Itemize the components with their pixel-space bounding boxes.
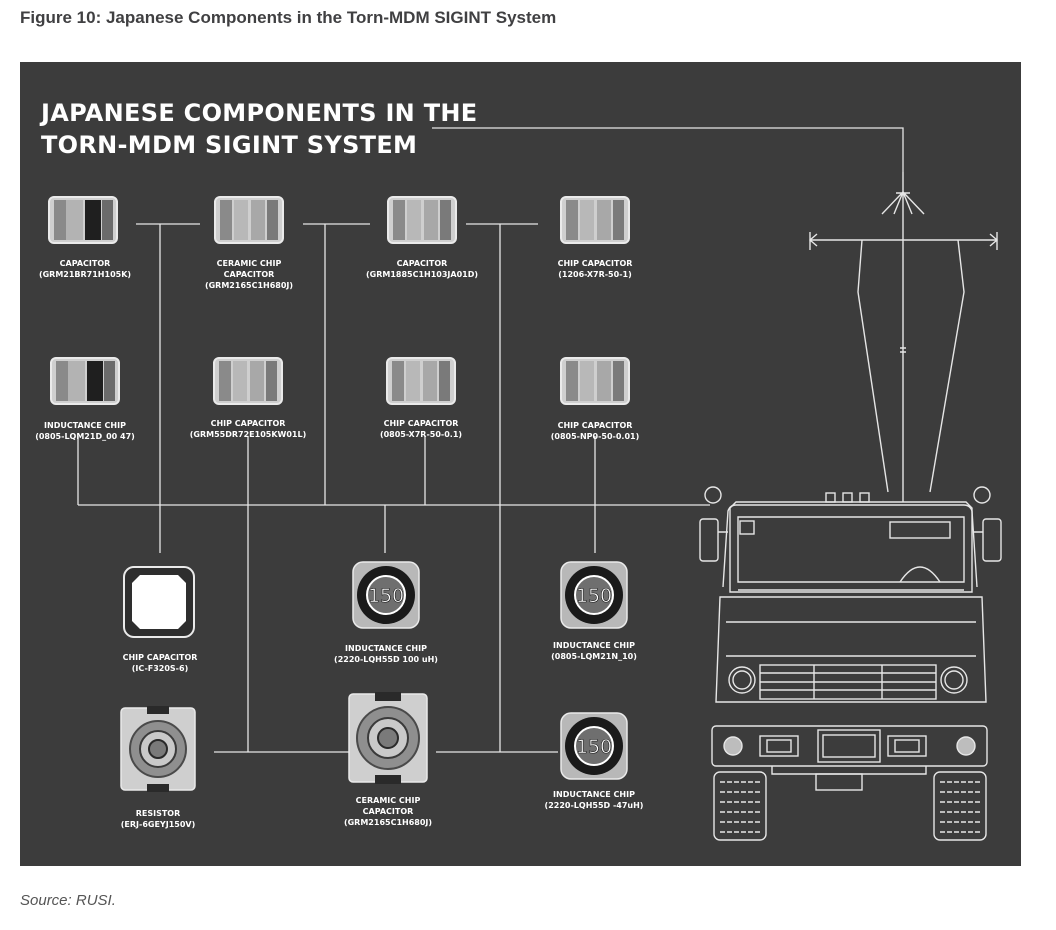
right-mirror (982, 518, 1002, 562)
diagram-title: JAPANESE COMPONENTS IN THE TORN-MDM SIGI… (41, 97, 477, 161)
inductor-marking: 150 (576, 736, 612, 758)
label-inductance-chip-c10: INDUCTANCE CHIP (2220-LQH55D 100 uH) (334, 644, 438, 664)
figure-title: Figure 10: Japanese Components in the To… (20, 8, 557, 27)
side-lamp (973, 486, 991, 504)
antenna-ends (808, 232, 999, 250)
inductor-marking: 150 (368, 585, 404, 607)
license-plate (817, 729, 881, 763)
headlight (940, 666, 968, 694)
label-chip-capacitor-c9: CHIP CAPACITOR (IC-F320S-6) (122, 653, 198, 673)
bumper (711, 725, 988, 767)
label-inductance-chip-c11: INDUCTANCE CHIP (0805-LQM21N_10) (551, 641, 637, 661)
label-capacitor-c1: CAPACITOR (GRM21BR71H105K) (38, 259, 132, 279)
diagram-title-line2: TORN-MDM SIGINT SYSTEM (41, 131, 418, 159)
antenna-guy-lines (857, 239, 965, 493)
roof-light (825, 492, 836, 503)
antenna-head (881, 191, 925, 215)
diagram-graphics: 150 150 150 (48, 127, 1002, 841)
cab-body (729, 501, 973, 593)
link-title-antenna (432, 127, 904, 172)
antenna-joint (900, 347, 906, 353)
label-inductance-chip-c5: INDUCTANCE CHIP (0805-LQM21D_00 47) (35, 421, 135, 441)
cab-outline (722, 504, 978, 588)
side-lamp (704, 486, 722, 504)
resistor-icon (120, 706, 196, 792)
capacitor-icon (387, 196, 457, 244)
label-resistor-c12: RESISTOR (ERJ-6GEYJ150V) (120, 809, 196, 829)
label-chip-capacitor-c6: CHIP CAPACITOR (GRM55DR72E105KW01L) (189, 419, 307, 439)
ceramic-chip-capacitor-icon (348, 692, 428, 784)
inductance-chip-icon: 150 (352, 561, 420, 629)
source-note: Source: RUSI. (20, 892, 116, 909)
label-chip-capacitor-c8: CHIP CAPACITOR (0805-NP0-50-0.01) (550, 421, 640, 441)
left-mirror (699, 518, 719, 562)
capacitor-icon (386, 357, 456, 405)
truck-icon (699, 172, 1002, 841)
inductance-chip-icon: 150 (560, 561, 628, 629)
wiper-arc (899, 566, 941, 583)
windshield (737, 516, 965, 583)
capacitor-icon (213, 357, 283, 405)
label-capacitor-c3: CAPACITOR (GRM1885C1H103JA01D) (365, 259, 479, 279)
left-wheel (713, 771, 767, 841)
headlight (728, 666, 756, 694)
roof-light (842, 492, 853, 503)
capacitor-icon (560, 357, 630, 405)
diagram-title-line1: JAPANESE COMPONENTS IN THE (41, 99, 478, 127)
capacitor-icon (48, 196, 118, 244)
chip-capacitor-square-icon (123, 566, 195, 638)
label-chip-capacitor-c7: CHIP CAPACITOR (0805-X7R-50-0.1) (379, 419, 463, 439)
label-ceramic-chip-c2: CERAMIC CHIP CAPACITOR (GRM2165C1H680J) (204, 259, 294, 290)
inductor-marking: 150 (576, 585, 612, 607)
inductance-chip-icon: 150 (560, 712, 628, 780)
roof-light (859, 492, 870, 503)
capacitor-icon (214, 196, 284, 244)
label-chip-capacitor-c4: CHIP CAPACITOR (1206-X7R-50-1) (557, 259, 633, 279)
connector-lines (77, 127, 904, 753)
label-inductance-chip-c14: INDUCTANCE CHIP (2220-LQH55D -47uH) (544, 790, 644, 810)
inductance-chip-icon (50, 357, 120, 405)
right-wheel (933, 771, 987, 841)
label-ceramic-chip-c13: CERAMIC CHIP CAPACITOR (GRM2165C1H680J) (343, 796, 433, 827)
hood (715, 596, 987, 703)
capacitor-icon (560, 196, 630, 244)
diagram-panel: JAPANESE COMPONENTS IN THE TORN-MDM SIGI… (20, 62, 1021, 866)
